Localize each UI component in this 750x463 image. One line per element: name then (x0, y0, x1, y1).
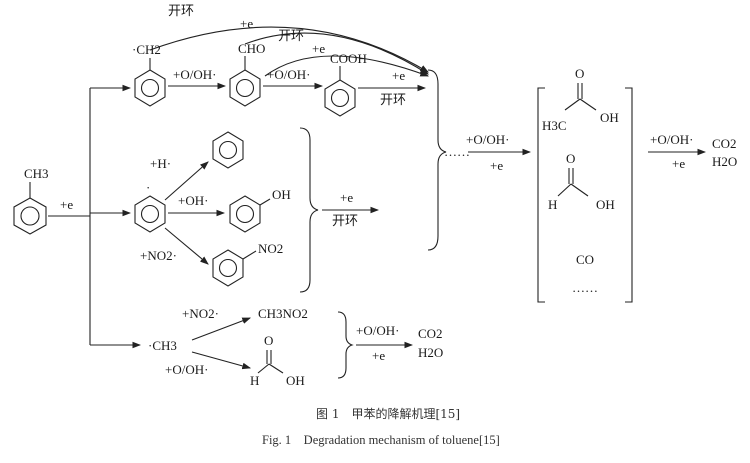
plus-e-label-arc: +e (240, 16, 253, 31)
no2-add-label: +NO2· (140, 248, 177, 263)
convergence-dots: …… (444, 144, 470, 159)
phenol-oh-label: OH (272, 187, 291, 202)
toluene-plus-e-label: +e (60, 197, 73, 212)
oxid-label-convergence: +O/OH· (466, 132, 509, 147)
arc-benzyl-to-convergence (149, 26, 429, 73)
ring-open-label-mid: 开环 (332, 213, 358, 228)
acetic-o-label: O (575, 66, 584, 81)
caption-cn: 图 1 甲苯的降解机理[15] (316, 406, 460, 421)
h-add-label: +H· (150, 156, 171, 171)
oxid-label-1: +O/OH· (173, 67, 216, 82)
benzyl-ch2-label: ·CH2 (132, 42, 161, 57)
bracket-right (625, 87, 633, 303)
caption-en: Fig. 1 Degradation mechanism of toluene[… (262, 433, 500, 447)
benzaldehyde: CHO (229, 41, 265, 107)
co2-final-label: CO2 (712, 136, 737, 151)
plus-e-label-arc2: +e (312, 41, 325, 56)
h2o-final-label: H2O (712, 154, 737, 169)
oxid-label-2: +O/OH· (267, 67, 310, 82)
nitro-no2-label: NO2 (258, 241, 283, 256)
convergence-brace (427, 69, 447, 251)
arc-cho-to-convergence-2 (264, 55, 430, 77)
formic-acid: O H OH (548, 151, 615, 212)
phenol: OH (229, 187, 291, 233)
toluene-molecule: CH3 (13, 166, 49, 235)
formic-o-label: O (264, 333, 273, 348)
bracket-left (537, 87, 545, 303)
nitrobenzene: NO2 (212, 241, 283, 287)
bracket-ellipsis: …… (572, 280, 598, 295)
toluene-ch3-label: CH3 (24, 166, 49, 181)
middle-brace (299, 127, 319, 293)
formic-oh-label: OH (286, 373, 305, 388)
plus-e-label-mid: +e (340, 190, 353, 205)
ring-open-label-arc1: 开环 (168, 3, 194, 18)
cho-label: CHO (238, 41, 265, 56)
plus-e-label-top: +e (392, 68, 405, 83)
benzyl-radical: ·CH2 (132, 42, 166, 107)
formic2-h-label: H (548, 197, 557, 212)
phenyl-dot: · (146, 180, 150, 195)
ch3no2-label: CH3NO2 (258, 306, 308, 321)
co-label: CO (576, 252, 594, 267)
co2-bottom-label: CO2 (418, 326, 443, 341)
formic2-o-label: O (566, 151, 575, 166)
ring-open-label-arc2: 开环 (278, 28, 304, 43)
plus-e-label-bottom-right: +e (372, 348, 385, 363)
acetic-acid: O H3C OH (542, 66, 619, 133)
phenyl-radical: · (134, 180, 166, 233)
no2-add-label-bottom: +NO2· (182, 306, 219, 321)
plus-e-label-convergence: +e (490, 158, 503, 173)
plus-e-label-final: +e (672, 156, 685, 171)
cooh-label: COOH (330, 51, 367, 66)
methyl-radical-label: ·CH3 (148, 338, 177, 353)
oxid-label-bottom-right: +O/OH· (356, 323, 399, 338)
bottom-brace (337, 311, 354, 379)
formic-h-label: H (250, 373, 259, 388)
h2o-bottom-label: H2O (418, 345, 443, 360)
arc-cho-to-convergence (244, 32, 429, 75)
benzoic-acid: COOH (324, 51, 367, 117)
formic2-oh-label: OH (596, 197, 615, 212)
oh-add-label: +OH· (178, 193, 208, 208)
acetic-h3c-label: H3C (542, 118, 567, 133)
formic-acid-bottom: O H OH (250, 333, 305, 388)
acetic-oh-label: OH (600, 110, 619, 125)
oxid-label-final: +O/OH· (650, 132, 693, 147)
ring-open-label-top: 开环 (380, 92, 406, 107)
oh-oxid-label-bottom: +O/OH· (165, 362, 208, 377)
benzene (212, 131, 244, 169)
